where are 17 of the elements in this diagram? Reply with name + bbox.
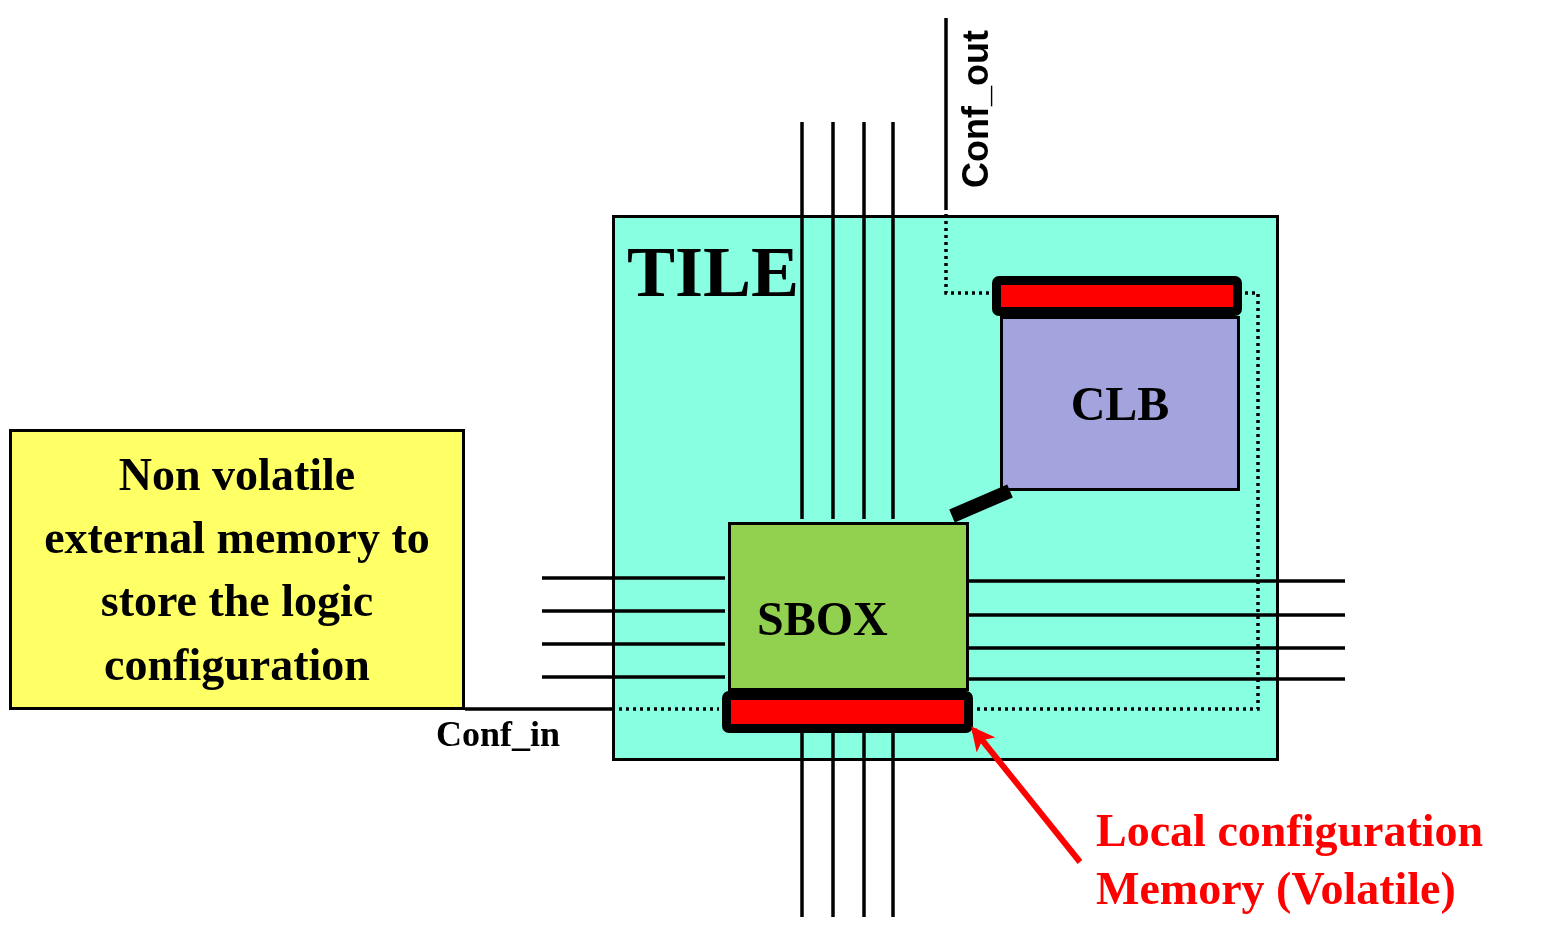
node-label: Non volatile external memory to store the logic configuration bbox=[43, 447, 431, 692]
memory-bar bbox=[992, 276, 1242, 316]
clb-box bbox=[1000, 316, 1240, 491]
memory-box bbox=[9, 429, 465, 710]
edge-label: Conf_out bbox=[958, 30, 994, 188]
arrow bbox=[971, 726, 1083, 864]
node-label: SBOX bbox=[757, 595, 888, 643]
connector-line bbox=[949, 484, 1013, 523]
node-label: CLB bbox=[1069, 375, 1171, 432]
tile-box bbox=[612, 215, 1279, 761]
edge-label: Conf_in bbox=[436, 716, 561, 752]
callout-text: Local configuration Memory (Volatile) bbox=[1096, 804, 1485, 916]
node-label: TILE bbox=[627, 236, 800, 308]
memory-bar bbox=[722, 691, 973, 733]
connector-line bbox=[465, 707, 719, 711]
sbox-box bbox=[728, 522, 969, 691]
connector-line bbox=[944, 18, 989, 295]
